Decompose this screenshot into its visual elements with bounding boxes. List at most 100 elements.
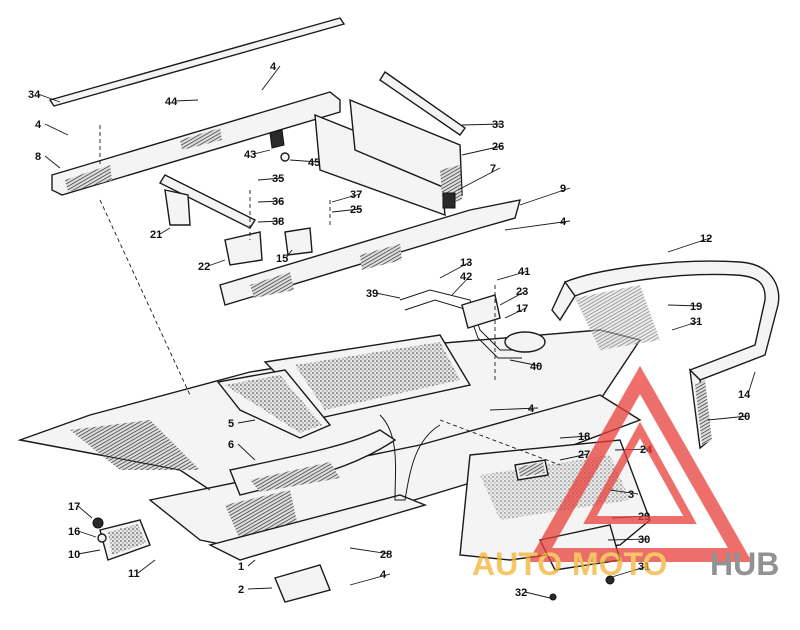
callout-c44: 44 (165, 96, 178, 108)
leader-line-c28 (349, 547, 391, 555)
callout-c39: 39 (366, 288, 378, 300)
watermark-hub: HUB (710, 546, 779, 582)
leader-line-c25 (331, 208, 361, 213)
leader-line-c41 (496, 270, 529, 281)
callout-c7: 7 (490, 163, 496, 175)
leader-line-c10 (77, 549, 101, 555)
leader-line-c6 (237, 443, 256, 461)
leader-line-c27 (559, 453, 589, 461)
callout-c26: 26 (492, 141, 504, 153)
leader-line-c14 (747, 371, 756, 395)
leader-line-c8 (44, 155, 61, 169)
small-parts (92, 517, 615, 603)
leader-line-c5 (237, 419, 256, 424)
leader-line-c17b (77, 505, 93, 519)
callout-c31a: 31 (690, 316, 702, 328)
callout-c2: 2 (238, 584, 244, 596)
leader-line-c44 (174, 99, 199, 102)
tunnel-floor-pan (17, 329, 642, 561)
leader-line-c13 (439, 261, 471, 279)
callout-c17a: 17 (516, 303, 528, 315)
leader-line-c22 (207, 259, 226, 267)
callout-c25: 25 (350, 204, 362, 216)
callout-c32: 32 (515, 587, 527, 599)
callout-c4c: 4 (560, 216, 567, 228)
leader-line-c4a (261, 65, 281, 91)
callout-c36: 36 (272, 196, 284, 208)
leader-line-c26 (461, 145, 503, 156)
callout-c16: 16 (68, 526, 80, 538)
watermark-inner-triangle (583, 421, 697, 524)
assembly-guides (99, 125, 561, 466)
callout-c23: 23 (516, 286, 528, 298)
callout-c22: 22 (198, 261, 210, 273)
leader-line-c33 (461, 123, 503, 126)
callout-c34: 34 (28, 89, 41, 101)
leader-line-c36 (257, 200, 283, 203)
callout-c13: 13 (460, 257, 472, 269)
callout-c3: 3 (628, 489, 634, 501)
leader-line-c4d (489, 407, 539, 411)
leader-line-c16 (77, 530, 97, 538)
callout-c5: 5 (228, 418, 234, 430)
callout-c19: 19 (690, 301, 702, 313)
callout-c15: 15 (276, 253, 288, 265)
callout-c27: 27 (578, 449, 590, 461)
leader-line-c38 (257, 220, 283, 223)
leader-line-c31a (671, 320, 701, 331)
callout-c4d: 4 (528, 403, 535, 415)
leader-line-c21 (159, 227, 171, 235)
leader-line-c2 (247, 587, 273, 590)
callout-c9: 9 (560, 183, 566, 195)
leader-line-c15 (285, 249, 293, 259)
leader-line-c20 (707, 415, 749, 421)
callout-c43: 43 (244, 149, 256, 161)
callout-c14: 14 (738, 389, 751, 401)
callout-c11: 11 (128, 568, 140, 580)
leader-line-c19 (667, 304, 701, 307)
leader-line-c34 (37, 93, 61, 103)
leader-line-c7 (457, 167, 501, 191)
callout-c45: 45 (308, 157, 320, 169)
callout-c28: 28 (380, 549, 392, 561)
callout-c38: 38 (272, 216, 284, 228)
callout-c42: 42 (460, 271, 472, 283)
callout-c40: 40 (530, 361, 542, 373)
callout-c8: 8 (35, 151, 41, 163)
leader-line-c12 (667, 237, 711, 253)
callout-c30: 30 (638, 534, 650, 546)
handle-brackets (399, 289, 546, 359)
callout-c35: 35 (272, 173, 284, 185)
leader-line-c30 (607, 538, 649, 541)
watermark: AUTO MOTO HUB (472, 365, 779, 582)
callout-c4a: 4 (270, 61, 277, 73)
callout-c41: 41 (518, 266, 530, 278)
leader-line-c4b (44, 123, 69, 136)
callout-c21: 21 (150, 229, 162, 241)
callout-c18: 18 (578, 431, 590, 443)
callout-c1: 1 (238, 561, 244, 573)
leader-line-c4e (349, 573, 391, 586)
leader-line-c4c (504, 220, 571, 231)
leader-line-c1 (247, 559, 256, 567)
callout-c37: 37 (350, 189, 362, 201)
rear-bumper-frame (459, 260, 780, 571)
callout-c33: 33 (492, 119, 504, 131)
upper-rails (48, 17, 521, 306)
leader-line-c35 (257, 177, 283, 181)
leader-line-c11 (137, 559, 156, 574)
leader-line-c32 (524, 591, 551, 599)
leader-line-c17a (504, 307, 527, 319)
leader-line-c18 (559, 435, 589, 439)
leader-line-c31b (611, 565, 649, 578)
callout-c4b: 4 (35, 119, 42, 131)
leader-line-c40 (509, 359, 541, 367)
watermark-triangle (527, 365, 753, 562)
callout-c31b: 31 (638, 561, 650, 573)
leader-line-c43 (253, 149, 271, 155)
leader-line-c9 (519, 187, 571, 206)
callout-c4e: 4 (380, 569, 387, 581)
